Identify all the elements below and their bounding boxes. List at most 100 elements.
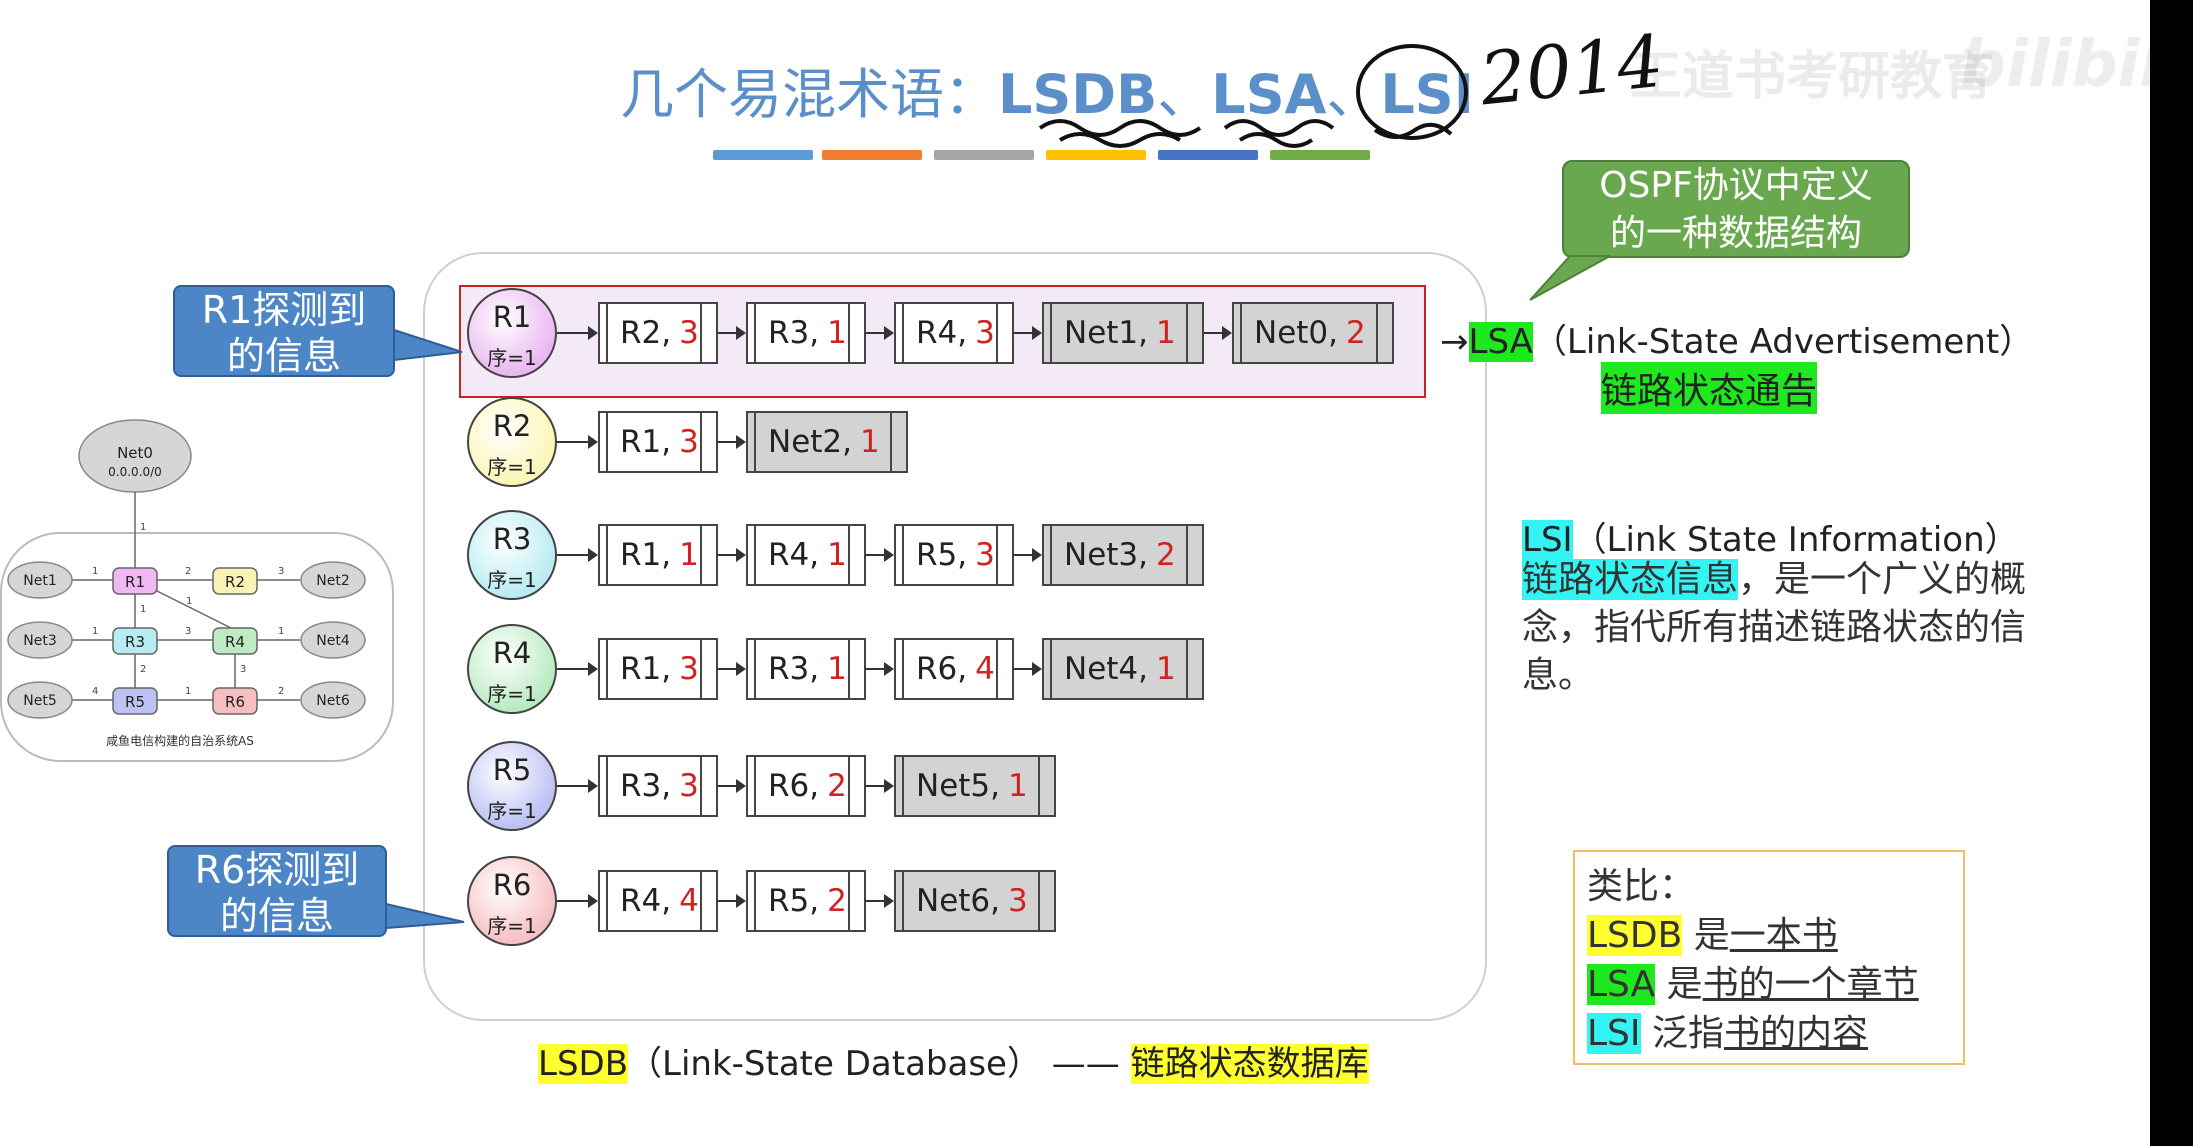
router-entry: R1,3 — [598, 638, 718, 700]
mini-net-cloud-net6 — [300, 681, 366, 719]
link-arrow — [866, 894, 894, 908]
ospf-callout: OSPF协议中定义 的一种数据结构 — [1562, 160, 1910, 258]
entry-label: Net0, — [1254, 315, 1338, 351]
router-node-r1: R1 序=1 — [467, 288, 557, 378]
link-arrow — [718, 779, 746, 793]
mini-net-cloud-net5 — [7, 681, 73, 719]
router-entry: R4,4 — [598, 870, 718, 932]
r1-callout: R1探测到 的信息 — [173, 285, 395, 378]
entry-cost: 1 — [827, 315, 847, 351]
entry-label: R2, — [620, 315, 672, 351]
lsdb-abbr: LSDB — [538, 1044, 629, 1084]
router-entry: R6,4 — [894, 638, 1014, 700]
lsdb-cn: 链路状态数据库 — [1130, 1044, 1369, 1084]
link-arrow — [1014, 548, 1042, 562]
mini-link-cost: 1 — [92, 566, 98, 577]
analogy-lsa-verb: 是 — [1655, 964, 1703, 1005]
mini-router-r1 — [112, 567, 158, 595]
entry-cost: 3 — [679, 315, 699, 351]
mini-link-cost: 1 — [92, 626, 98, 637]
analogy-lsdb-verb: 是 — [1682, 915, 1730, 956]
title-sep2: 、 — [1326, 63, 1381, 126]
analogy-lsi-obj: 书的内容 — [1723, 1013, 1868, 1054]
router-seq: 序=1 — [487, 914, 537, 938]
watermark: 王道书考研教育 — [1630, 47, 1995, 107]
entry-label: R3, — [768, 651, 820, 687]
router-name: R6 — [492, 868, 532, 902]
mini-router-label: R3 — [125, 633, 145, 651]
router-entry: R5,2 — [746, 870, 866, 932]
title-color-bar — [713, 150, 813, 160]
title-prefix: 几个易混术语： — [620, 63, 998, 126]
network-entry: Net2,1 — [746, 411, 908, 473]
router-entry: R2,3 — [598, 302, 718, 364]
network-entry: Net1,1 — [1042, 302, 1204, 364]
router-seq: 序=1 — [487, 346, 537, 370]
title-sep1: 、 — [1157, 63, 1212, 126]
router-node-r6: R6 序=1 — [467, 856, 557, 946]
entry-label: R5, — [916, 537, 968, 573]
entry-label: Net5, — [916, 768, 1000, 804]
link-arrow — [718, 548, 746, 562]
ospf-callout-pointer — [1529, 255, 1611, 301]
entry-cost: 2 — [1346, 315, 1366, 351]
analogy-line-lsdb: LSDB 是一本书 — [1587, 911, 1951, 960]
mini-router-label: R4 — [225, 633, 245, 651]
bilibili-logo: bilibili — [1960, 28, 2184, 102]
lsi-line: LSI（Link State Information） — [1522, 512, 2019, 561]
router-entry: R3,3 — [598, 755, 718, 817]
title-color-bar — [934, 150, 1034, 160]
mini-router-r3 — [112, 627, 158, 655]
entry-label: R4, — [620, 883, 672, 919]
entry-cost: 2 — [827, 768, 847, 804]
network-entry: Net5,1 — [894, 755, 1056, 817]
link-arrow — [557, 894, 598, 908]
mini-router-label: R6 — [225, 693, 245, 711]
analogy-lsa-abbr: LSA — [1587, 964, 1656, 1005]
entry-cost: 3 — [679, 651, 699, 687]
entry-cost: 2 — [827, 883, 847, 919]
entry-label: Net1, — [1064, 315, 1148, 351]
lsa-abbr: LSA — [1468, 322, 1533, 362]
mini-link-cost: 3 — [185, 626, 191, 637]
entry-label: R3, — [768, 315, 820, 351]
handwriting-marks — [1038, 44, 1468, 148]
entry-label: Net4, — [1064, 651, 1148, 687]
lsdb-full: （Link-State Database） — [628, 1044, 1041, 1084]
entry-cost: 2 — [1156, 537, 1176, 573]
analogy-lsdb-abbr: LSDB — [1587, 915, 1683, 956]
router-name: R2 — [492, 409, 532, 443]
link-arrow — [866, 779, 894, 793]
entry-cost: 1 — [827, 651, 847, 687]
link-arrow — [557, 326, 598, 340]
entry-cost: 1 — [1156, 315, 1176, 351]
entry-cost: 3 — [679, 424, 699, 460]
lsdb-dash: —— — [1051, 1044, 1120, 1084]
entry-cost: 3 — [679, 768, 699, 804]
entry-label: R6, — [768, 768, 820, 804]
entry-label: Net6, — [916, 883, 1000, 919]
router-entry: R5,3 — [894, 524, 1014, 586]
mini-link-cost: 1 — [140, 522, 146, 533]
title-color-bar — [1158, 150, 1258, 160]
entry-label: R1, — [620, 424, 672, 460]
lsdb-caption: LSDB（Link-State Database） —— 链路状态数据库 — [538, 1036, 1369, 1085]
title-color-bar — [822, 150, 922, 160]
entry-cost: 1 — [1156, 651, 1176, 687]
mini-net-cloud-net1 — [7, 561, 73, 599]
entry-label: Net2, — [768, 424, 852, 460]
entry-label: R3, — [620, 768, 672, 804]
router-name: R1 — [492, 300, 532, 334]
router-entry: R1,1 — [598, 524, 718, 586]
link-arrow — [1014, 326, 1042, 340]
router-seq: 序=1 — [487, 682, 537, 706]
mini-net-label: Net5 — [23, 693, 56, 709]
lsa-arrow: → — [1440, 322, 1469, 362]
entry-label: Net3, — [1064, 537, 1148, 573]
link-arrow — [1204, 326, 1232, 340]
title-color-bar — [1046, 150, 1146, 160]
link-arrow — [557, 548, 598, 562]
